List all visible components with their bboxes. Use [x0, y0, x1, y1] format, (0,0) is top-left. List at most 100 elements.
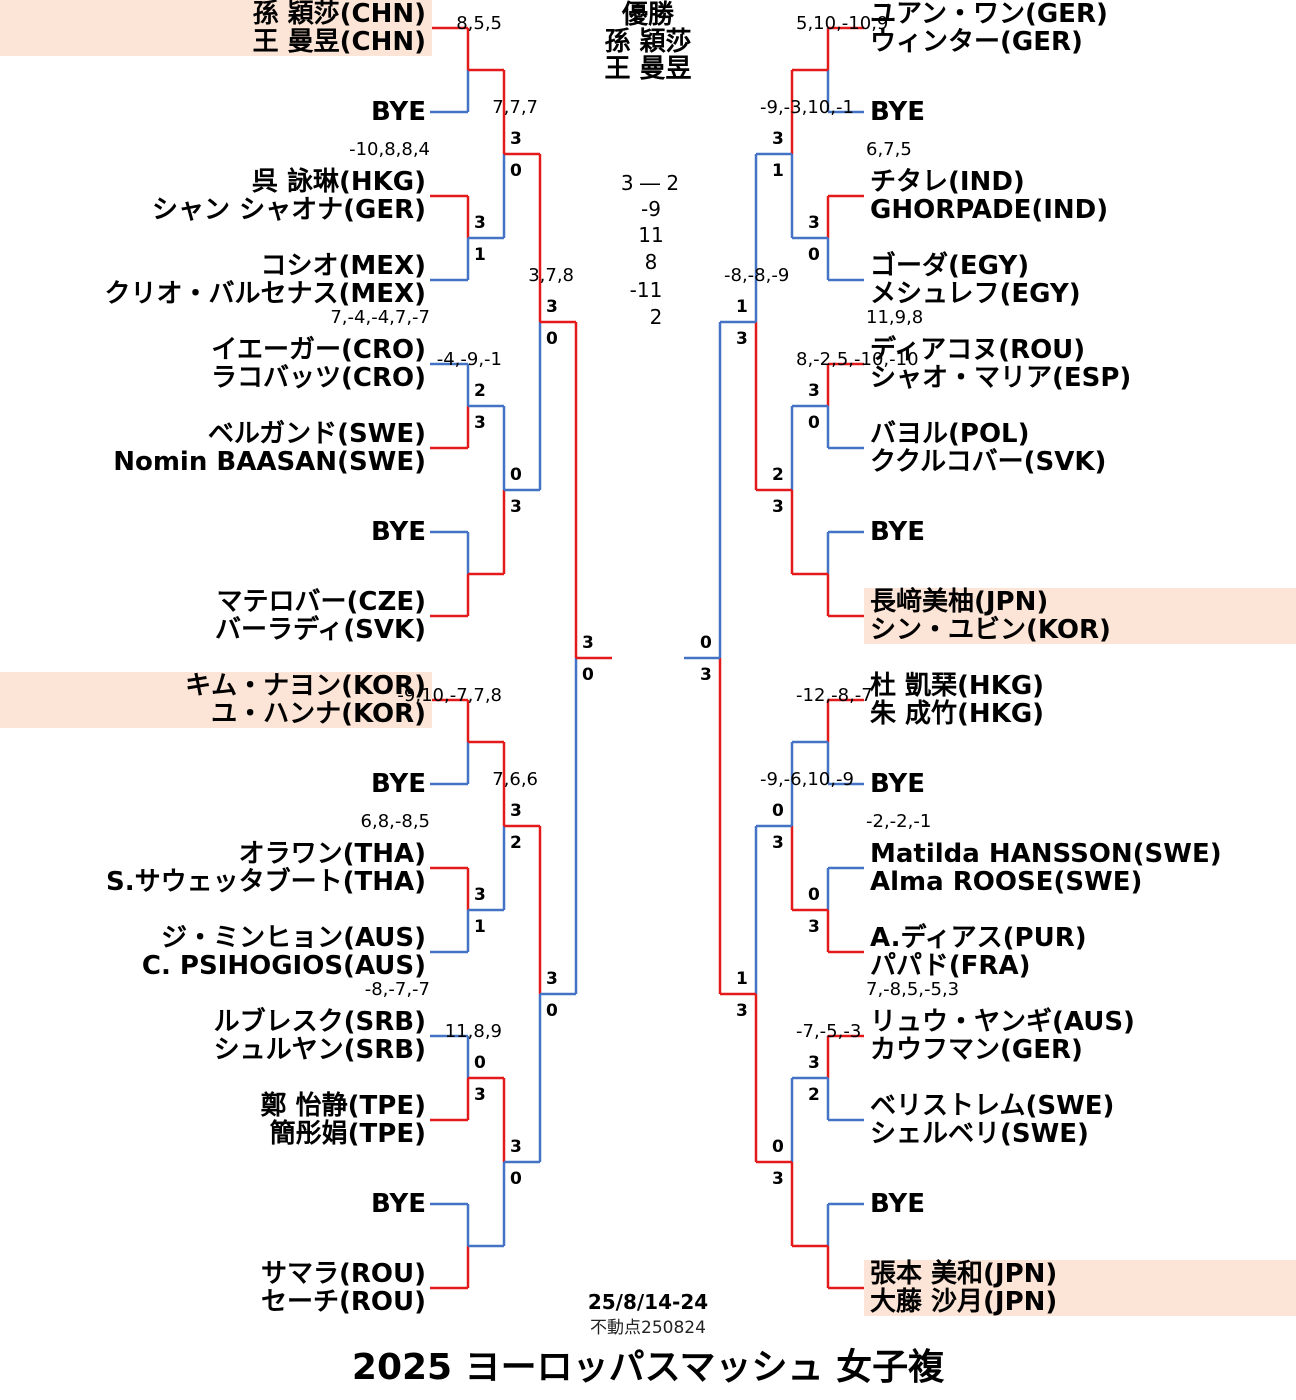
match-score-top: 0	[474, 1053, 486, 1073]
team-player-2: シャオ・マリア(ESP)	[870, 363, 1132, 393]
team-player-1: サマラ(ROU)	[260, 1259, 426, 1289]
match-score-top: 3	[474, 213, 486, 233]
match-score-top: 3	[510, 129, 522, 149]
team-player-2: ウィンター(GER)	[870, 27, 1083, 57]
match-score-top: 0	[510, 465, 522, 485]
team-player-1: イエーガー(CRO)	[211, 335, 426, 365]
team-player-2: パパド(FRA)	[870, 951, 1031, 981]
match-score-top: 0	[772, 1137, 784, 1157]
match-score-bottom: 3	[700, 665, 712, 685]
final-game-4: -11	[629, 278, 663, 302]
team-player-1: オラワン(THA)	[238, 839, 426, 869]
team-player-1: キム・ナヨン(KOR)	[185, 671, 426, 701]
match-games: 5,10,-10,9	[796, 13, 889, 34]
match-score-top: 0	[808, 885, 820, 905]
match-score-top: 0	[772, 801, 784, 821]
team-player-2: Nomin BAASAN(SWE)	[113, 447, 426, 477]
team-player-1: コシオ(MEX)	[260, 251, 426, 281]
match-games: 7,7,7	[492, 97, 538, 118]
champion-label: 優勝	[621, 0, 674, 30]
bye-label: BYE	[371, 769, 426, 799]
team-player-2: バーラディ(SVK)	[215, 615, 426, 645]
team-player-2: ラコバッツ(CRO)	[211, 363, 426, 393]
match-score-top: 0	[700, 633, 712, 653]
bye-label: BYE	[371, 1189, 426, 1219]
bye-label: BYE	[870, 769, 925, 799]
team-player-1: 長﨑美柚(JPN)	[870, 587, 1049, 617]
team-player-2: 王 曼昱(CHN)	[252, 27, 426, 57]
match-score-bottom: 3	[808, 917, 820, 937]
team-player-2: カウフマン(GER)	[870, 1035, 1083, 1065]
match-score-bottom: 3	[772, 1169, 784, 1189]
match-games: -7,-5,-3	[796, 1021, 862, 1042]
page-title: 2025 ヨーロッパスマッシュ 女子複	[351, 1347, 945, 1388]
match-score-bottom: 1	[474, 245, 486, 265]
champion-player-1: 孫 穎莎	[604, 27, 692, 57]
team-player-1: A.ディアス(PUR)	[870, 923, 1087, 953]
match-score-bottom: 2	[510, 833, 522, 853]
match-score-bottom: 1	[772, 161, 784, 181]
match-games: 7,6,6	[492, 769, 538, 790]
seed-highlight	[864, 1260, 1296, 1316]
team-player-2: シェルベリ(SWE)	[870, 1119, 1089, 1149]
match-score-bottom: 0	[546, 329, 558, 349]
team-player-1: 杜 凱琹(HKG)	[870, 671, 1045, 701]
team-player-1: 呉 詠琳(HKG)	[251, 167, 426, 197]
team-player-2: シン・ユビン(KOR)	[870, 615, 1111, 645]
points-note: 不動点250824	[590, 1318, 706, 1338]
match-score-bottom: 1	[474, 917, 486, 937]
match-games: 6,8,-8,5	[360, 811, 430, 832]
team-player-2: メシュレフ(EGY)	[870, 279, 1081, 309]
match-score-bottom: 3	[474, 413, 486, 433]
match-games: -10,8,8,4	[349, 139, 430, 160]
final-game-3: 8	[644, 250, 658, 274]
event-date: 25/8/14-24	[587, 1290, 709, 1314]
match-games: 3,7,8	[528, 265, 574, 286]
team-player-1: チタレ(IND)	[870, 167, 1025, 197]
team-player-1: 張本 美和(JPN)	[870, 1259, 1058, 1289]
team-player-2: GHORPADE(IND)	[870, 195, 1109, 225]
team-player-2: 朱 成竹(HKG)	[870, 699, 1045, 729]
team-player-1: ゴーダ(EGY)	[870, 251, 1030, 281]
match-games: -9,-6,10,-9	[760, 769, 854, 790]
match-games: 8,5,5	[456, 13, 502, 34]
team-player-2: 簡彤娟(TPE)	[269, 1119, 426, 1149]
team-player-2: Alma ROOSE(SWE)	[870, 867, 1143, 897]
final-score: 3 ― 2	[620, 171, 680, 195]
team-player-2: 大藤 沙月(JPN)	[870, 1287, 1058, 1317]
team-player-2: ククルコバー(SVK)	[870, 447, 1107, 477]
match-score-top: 3	[546, 969, 558, 989]
match-score-top: 3	[510, 1137, 522, 1157]
match-games: -9,10,-7,7,8	[397, 685, 502, 706]
match-score-bottom: 3	[474, 1085, 486, 1105]
team-player-2: セーチ(ROU)	[260, 1287, 426, 1317]
match-score-bottom: 2	[808, 1085, 820, 1105]
match-score-bottom: 0	[582, 665, 594, 685]
match-score-bottom: 0	[808, 245, 820, 265]
match-score-bottom: 0	[546, 1001, 558, 1021]
team-player-1: ジ・ミンヒョン(AUS)	[161, 923, 426, 953]
match-games: -8,-7,-7	[364, 979, 430, 1000]
team-player-1: ディアコヌ(ROU)	[870, 335, 1086, 365]
match-games: 6,7,5	[866, 139, 912, 160]
match-games: 11,8,9	[444, 1021, 502, 1042]
match-score-top: 2	[474, 381, 486, 401]
team-player-2: シュルヤン(SRB)	[213, 1035, 426, 1065]
team-player-1: マテロバー(CZE)	[216, 587, 426, 617]
team-player-2: ユ・ハンナ(KOR)	[211, 699, 426, 729]
match-score-bottom: 3	[772, 497, 784, 517]
match-score-top: 3	[546, 297, 558, 317]
match-score-bottom: 3	[736, 1001, 748, 1021]
match-score-bottom: 3	[736, 329, 748, 349]
match-games: -12,-8,-7	[796, 685, 873, 706]
match-score-bottom: 0	[808, 413, 820, 433]
champion-player-2: 王 曼昱	[604, 54, 692, 84]
final-game-2: 11	[638, 223, 664, 247]
team-player-1: バヨル(POL)	[870, 419, 1030, 449]
match-score-top: 3	[582, 633, 594, 653]
bye-label: BYE	[371, 97, 426, 127]
final-game-1: -9	[641, 197, 661, 221]
seed-highlight	[864, 588, 1296, 644]
